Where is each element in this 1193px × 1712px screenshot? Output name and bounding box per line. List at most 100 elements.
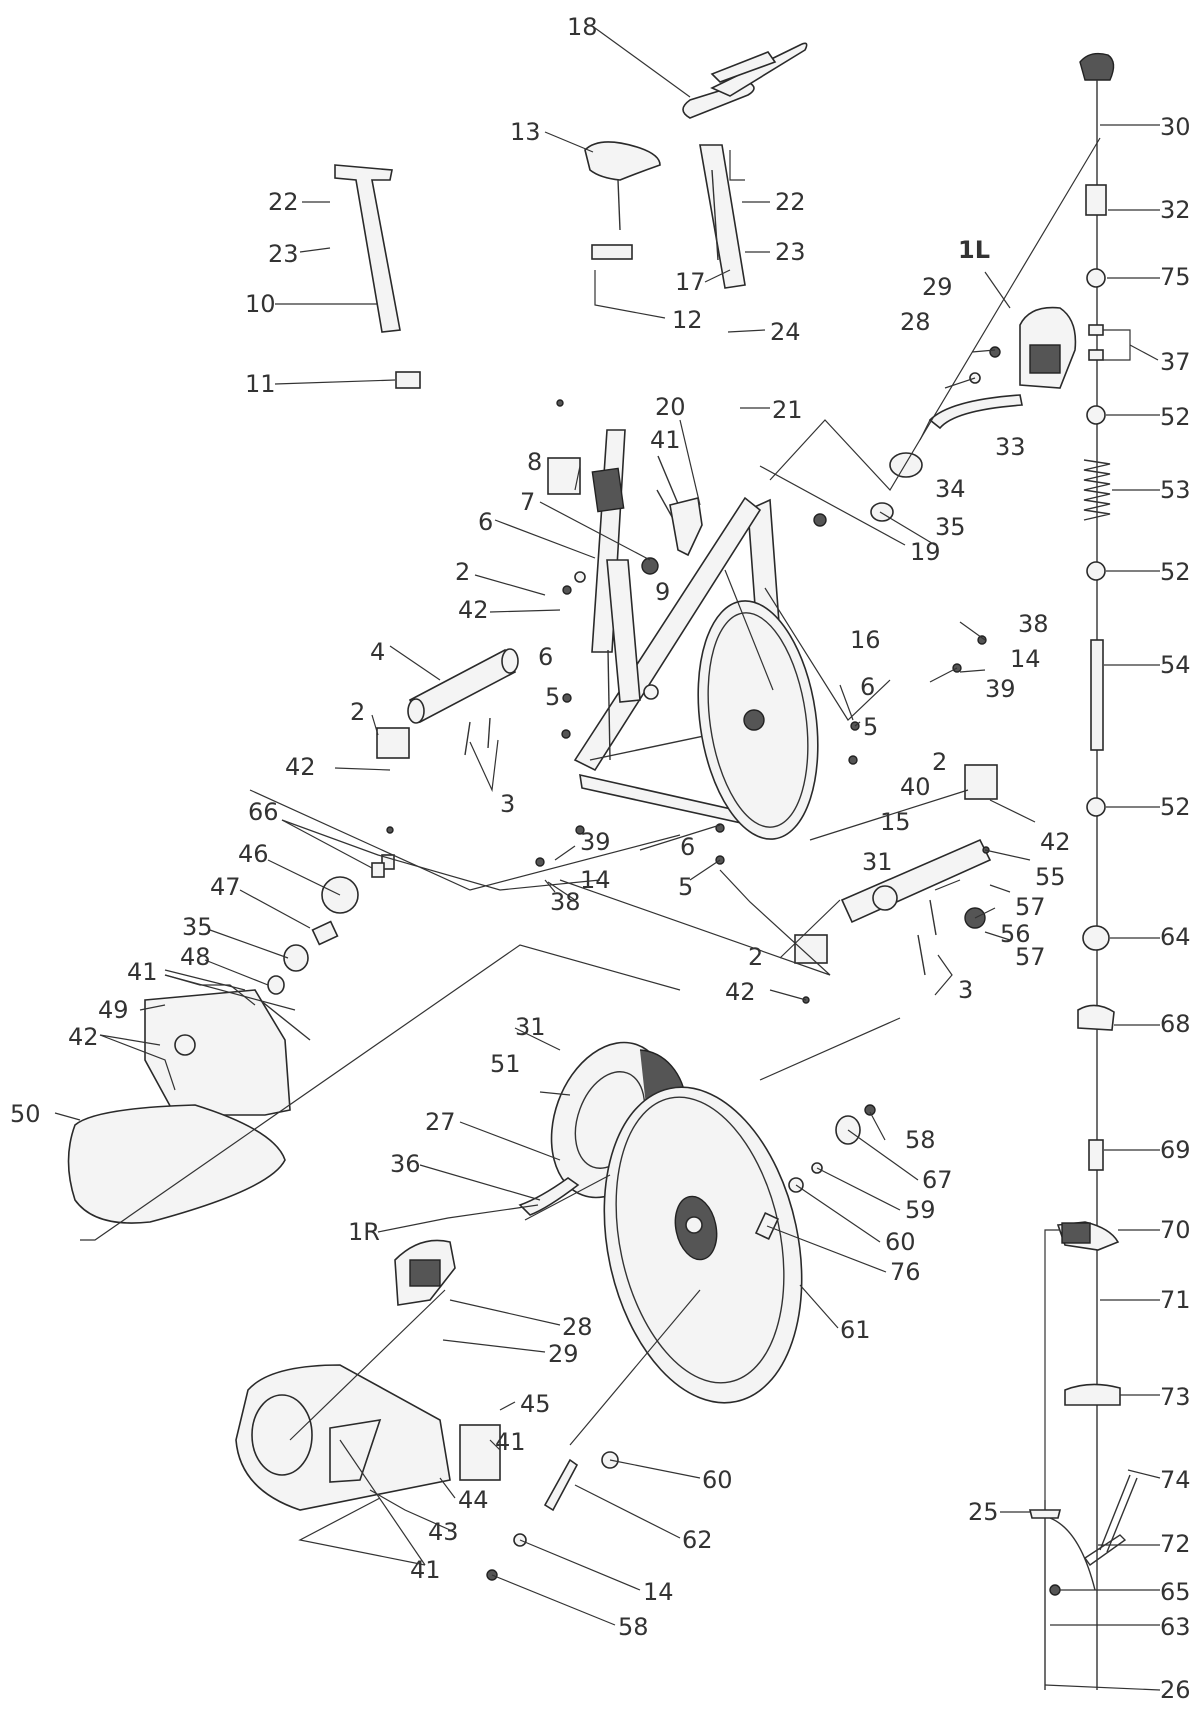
label-12: 12 <box>672 306 703 334</box>
base-tube-rear <box>794 764 998 964</box>
label-3: 3 <box>500 790 515 818</box>
label-42: 42 <box>725 978 756 1006</box>
label-6: 6 <box>680 833 695 861</box>
label-53: 53 <box>1160 476 1191 504</box>
belt <box>67 1104 286 1224</box>
label-27: 27 <box>425 1108 456 1136</box>
label-14: 14 <box>580 866 611 894</box>
label-36: 36 <box>390 1150 421 1178</box>
label-58: 58 <box>905 1126 936 1154</box>
seat-saddle <box>584 141 661 260</box>
label-75: 75 <box>1160 263 1191 291</box>
pedal-left <box>1019 306 1077 389</box>
label-6: 6 <box>860 673 875 701</box>
bearing-hub-left <box>267 854 395 995</box>
label-29: 29 <box>548 1340 579 1368</box>
label-73: 73 <box>1160 1383 1191 1411</box>
label-42: 42 <box>285 753 316 781</box>
label-4: 4 <box>370 638 385 666</box>
label-10: 10 <box>245 290 276 318</box>
label-19: 19 <box>910 538 941 566</box>
label-61: 61 <box>840 1316 871 1344</box>
label-76: 76 <box>890 1258 921 1286</box>
label-20: 20 <box>655 393 686 421</box>
label-64: 64 <box>1160 923 1191 951</box>
label-21: 21 <box>772 396 803 424</box>
label-24: 24 <box>770 318 801 346</box>
label-38: 38 <box>550 888 581 916</box>
part-number-labels: 18 13 22 23 10 11 12 22 23 17 24 21 20 4… <box>10 13 1191 1704</box>
flywheel-axle <box>486 1451 619 1581</box>
label-66: 66 <box>248 798 279 826</box>
label-41: 41 <box>495 1428 526 1456</box>
label-56: 56 <box>1000 920 1031 948</box>
label-2: 2 <box>350 698 365 726</box>
handlebar <box>682 42 808 119</box>
label-69: 69 <box>1160 1136 1191 1164</box>
label-49: 49 <box>98 996 129 1024</box>
label-65: 65 <box>1160 1578 1191 1606</box>
label-31: 31 <box>515 1013 546 1041</box>
base-tube-front <box>376 457 581 759</box>
label-6: 6 <box>478 508 493 536</box>
label-60: 60 <box>702 1466 733 1494</box>
label-42: 42 <box>458 596 489 624</box>
label-42: 42 <box>1040 828 1071 856</box>
label-29: 29 <box>922 273 953 301</box>
label-51: 51 <box>490 1050 521 1078</box>
label-2: 2 <box>748 943 763 971</box>
label-68: 68 <box>1160 1010 1191 1038</box>
label-40: 40 <box>900 773 931 801</box>
label-43: 43 <box>428 1518 459 1546</box>
label-7: 7 <box>520 488 535 516</box>
label-6: 6 <box>538 643 553 671</box>
label-41: 41 <box>410 1556 441 1584</box>
label-57: 57 <box>1015 893 1046 921</box>
label-26: 26 <box>1160 1676 1191 1704</box>
label-25: 25 <box>968 1498 999 1526</box>
label-2: 2 <box>455 558 470 586</box>
label-9: 9 <box>655 578 670 606</box>
seat-slider <box>334 164 421 389</box>
label-8: 8 <box>527 448 542 476</box>
label-35: 35 <box>182 913 213 941</box>
label-71: 71 <box>1160 1286 1191 1314</box>
label-42: 42 <box>68 1023 99 1051</box>
label-16: 16 <box>850 626 881 654</box>
handlebar-post <box>699 144 746 289</box>
leader-lines <box>54 27 1161 1691</box>
label-11: 11 <box>245 370 276 398</box>
label-52: 52 <box>1160 403 1191 431</box>
label-46: 46 <box>238 840 269 868</box>
label-39: 39 <box>580 828 611 856</box>
label-35: 35 <box>935 513 966 541</box>
resistance-column <box>1028 52 1138 1690</box>
label-70: 70 <box>1160 1216 1191 1244</box>
label-34: 34 <box>935 475 966 503</box>
chain-cover <box>235 1364 501 1511</box>
label-72: 72 <box>1160 1530 1191 1558</box>
chain-guard-plate <box>144 989 311 1116</box>
label-60: 60 <box>885 1228 916 1256</box>
label-23: 23 <box>775 238 806 266</box>
label-55: 55 <box>1035 863 1066 891</box>
label-1L: 1L <box>958 236 990 264</box>
label-23: 23 <box>268 240 299 268</box>
label-3: 3 <box>958 976 973 1004</box>
label-74: 74 <box>1160 1466 1191 1494</box>
label-37: 37 <box>1160 348 1191 376</box>
flywheel <box>603 1086 803 1404</box>
label-14: 14 <box>643 1578 674 1606</box>
label-33: 33 <box>995 433 1026 461</box>
label-22: 22 <box>268 188 299 216</box>
label-32: 32 <box>1160 196 1191 224</box>
label-45: 45 <box>520 1390 551 1418</box>
label-59: 59 <box>905 1196 936 1224</box>
label-28: 28 <box>900 308 931 336</box>
seat-post <box>591 467 659 703</box>
label-17: 17 <box>675 268 706 296</box>
label-13: 13 <box>510 118 541 146</box>
brake-knob <box>669 497 703 557</box>
label-54: 54 <box>1160 651 1191 679</box>
